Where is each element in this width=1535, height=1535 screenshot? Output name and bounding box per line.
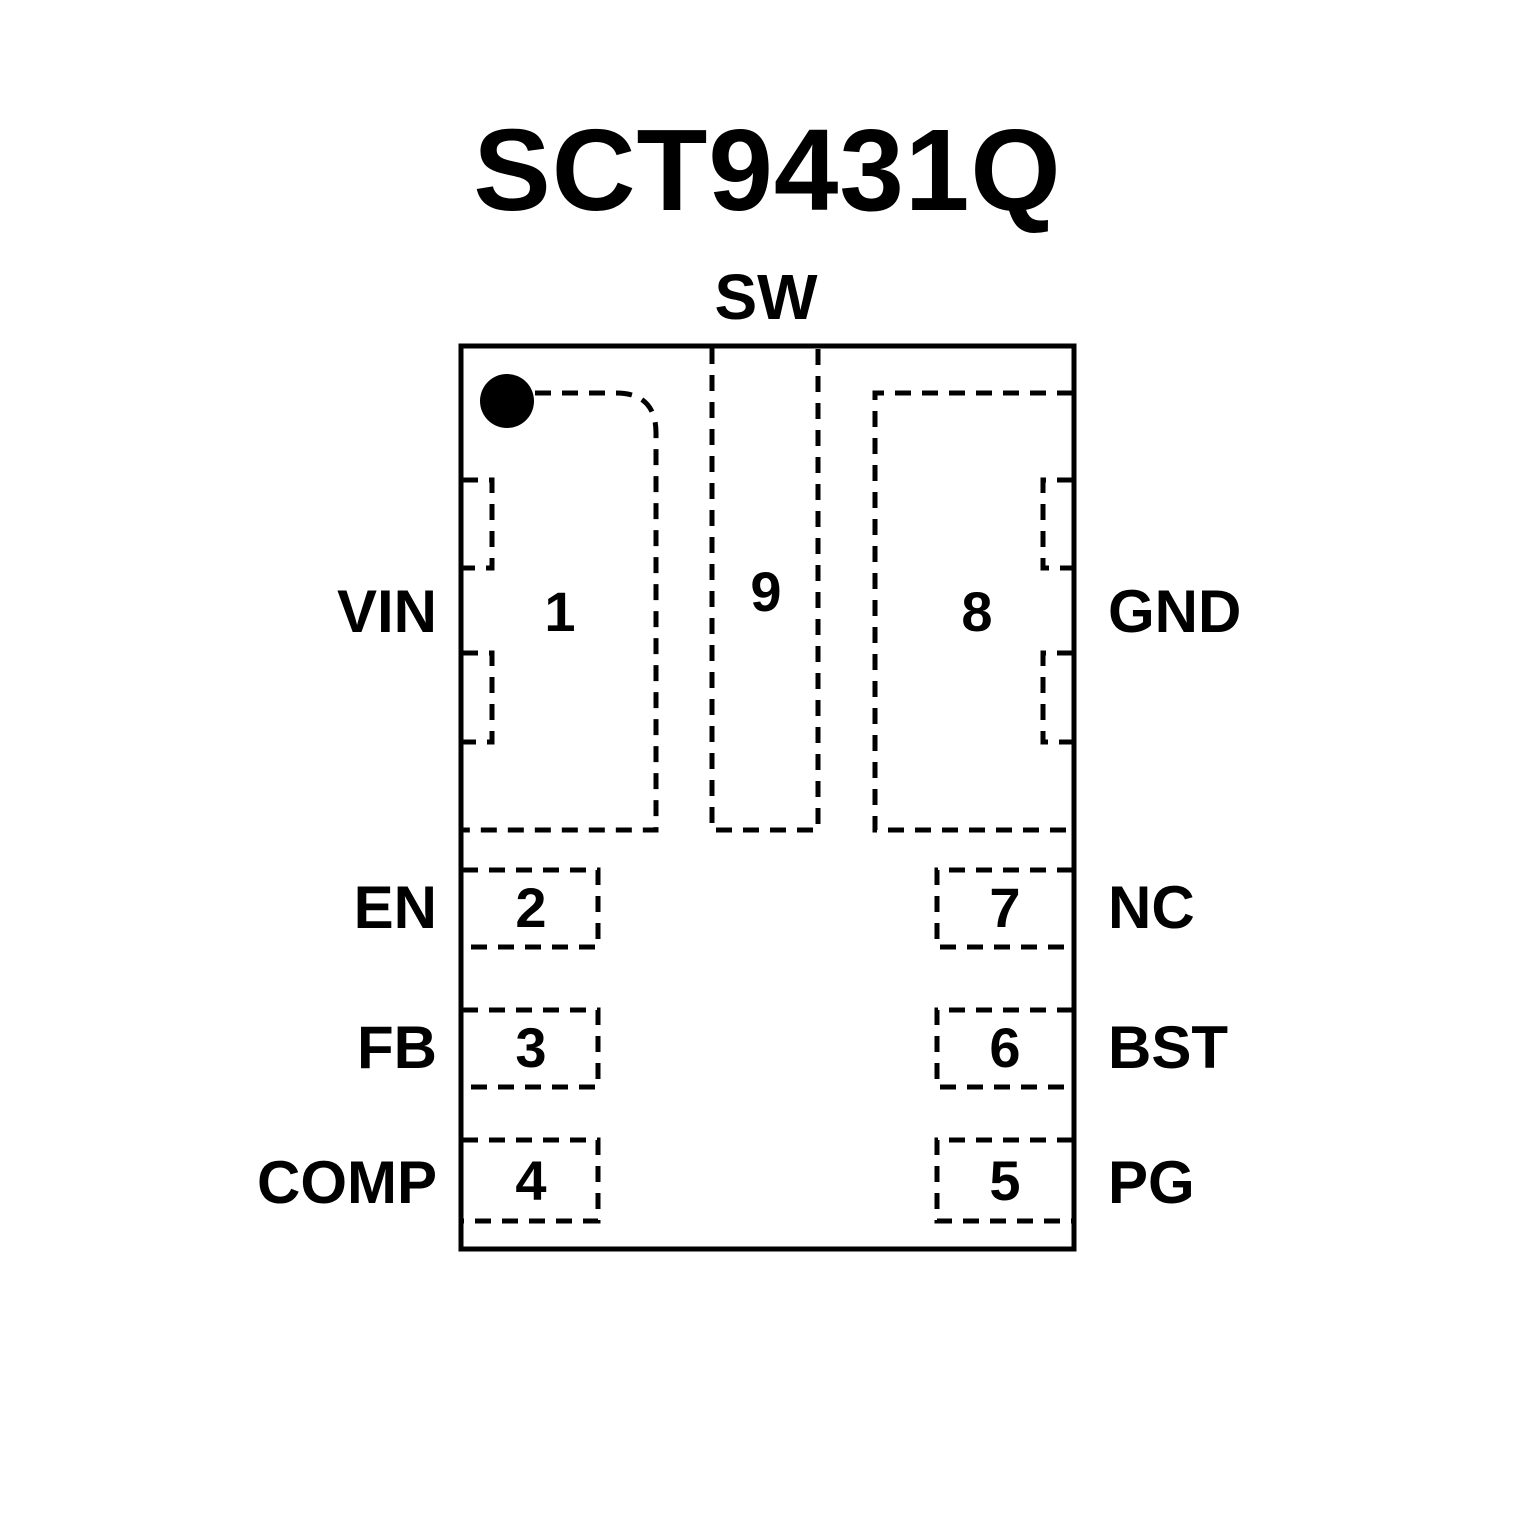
pin-pad-8 — [872, 390, 1073, 833]
package-outline — [458, 343, 1077, 1252]
pin-number-4: 4 — [515, 1149, 547, 1212]
pin-label-sw: SW — [714, 261, 818, 333]
pin-pad-4 — [462, 1137, 601, 1224]
pin-pad-8-side-tab-top — [1040, 477, 1073, 571]
pin-label-fb: FB — [357, 1014, 437, 1081]
pin-pad-1-side-tab-top — [462, 477, 495, 571]
pin-label-nc: NC — [1108, 874, 1195, 941]
pin-pad-3 — [462, 1007, 601, 1090]
pin-label-comp: COMP — [257, 1149, 437, 1216]
pin-label-gnd: GND — [1108, 578, 1242, 645]
pin-pad-1 — [462, 390, 659, 833]
pin-pad-5 — [934, 1137, 1073, 1224]
pin-pad-8-side-tab-bottom — [1040, 650, 1073, 745]
pin-number-2: 2 — [515, 876, 547, 939]
pin-pad-1-side-tab-bottom — [462, 650, 495, 745]
pin-label-pg: PG — [1108, 1149, 1195, 1216]
pin-label-en: EN — [353, 874, 437, 941]
pin1-indicator-dot — [480, 374, 534, 428]
pin-number-7: 7 — [989, 876, 1021, 939]
pin-number-9: 9 — [750, 560, 782, 623]
pin-number-3: 3 — [515, 1016, 547, 1079]
chip-title: SCT9431Q — [473, 105, 1062, 235]
pin-number-8: 8 — [961, 580, 993, 643]
pin-number-6: 6 — [989, 1016, 1021, 1079]
pin-number-1: 1 — [544, 580, 576, 643]
pin-pad-6 — [934, 1007, 1073, 1090]
pin-pad-2 — [462, 867, 601, 950]
pin-number-5: 5 — [989, 1149, 1021, 1212]
pin-label-vin: VIN — [336, 578, 437, 645]
pin-pad-7 — [934, 867, 1073, 950]
pin-label-bst: BST — [1108, 1014, 1228, 1081]
